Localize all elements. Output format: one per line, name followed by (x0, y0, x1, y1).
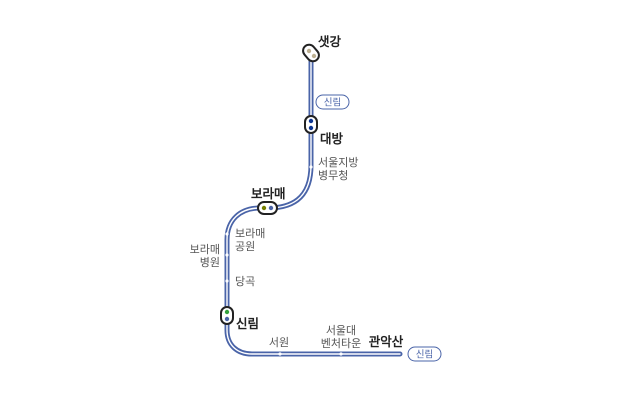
direction-badge-top-text: 신림 (324, 97, 341, 109)
station-dot-seowon[interactable] (278, 352, 282, 356)
station-label-seowon[interactable]: 서원 (269, 336, 289, 349)
station-dot-military-office[interactable] (309, 165, 313, 169)
station-dot-boramae-hospital[interactable] (225, 253, 229, 257)
station-label-sillim[interactable]: 신림 (236, 316, 259, 331)
station-label-boramae-park-2[interactable]: 공원 (235, 240, 255, 253)
station-label-boramae-hospital-1[interactable]: 보라매 (190, 243, 220, 256)
direction-badge-top[interactable]: 신림 (315, 94, 350, 110)
station-label-daebang[interactable]: 대방 (320, 131, 344, 146)
direction-badge-bottom[interactable]: 신림 (407, 346, 442, 362)
station-label-venture-town-1[interactable]: 서울대 (326, 324, 356, 337)
station-marker-sillim[interactable] (220, 306, 234, 325)
route-line-inner (226, 52, 401, 355)
direction-badge-bottom-text: 신림 (416, 349, 433, 361)
station-dot-venture-town[interactable] (339, 352, 343, 356)
station-label-military-office-1[interactable]: 서울지방 (318, 156, 358, 169)
route-line (224, 50, 403, 357)
station-marker-saetgang[interactable] (301, 42, 322, 64)
station-label-venture-town-2[interactable]: 벤처타운 (321, 337, 361, 350)
station-label-boramae-park-1[interactable]: 보라매 (235, 227, 265, 240)
station-dot-boramae-park[interactable] (225, 232, 229, 236)
station-label-danggok[interactable]: 당곡 (235, 275, 255, 288)
station-label-boramae[interactable]: 보라매 (251, 186, 286, 201)
station-marker-boramae[interactable] (257, 201, 278, 215)
station-label-saetgang[interactable]: 샛강 (318, 34, 342, 49)
station-label-boramae-hospital-2[interactable]: 병원 (200, 256, 220, 269)
station-label-gwanaksan[interactable]: 관악산 (369, 334, 404, 349)
station-marker-daebang[interactable] (304, 115, 318, 134)
station-label-military-office-2[interactable]: 병무청 (318, 169, 348, 182)
station-dot-danggok[interactable] (225, 279, 229, 283)
